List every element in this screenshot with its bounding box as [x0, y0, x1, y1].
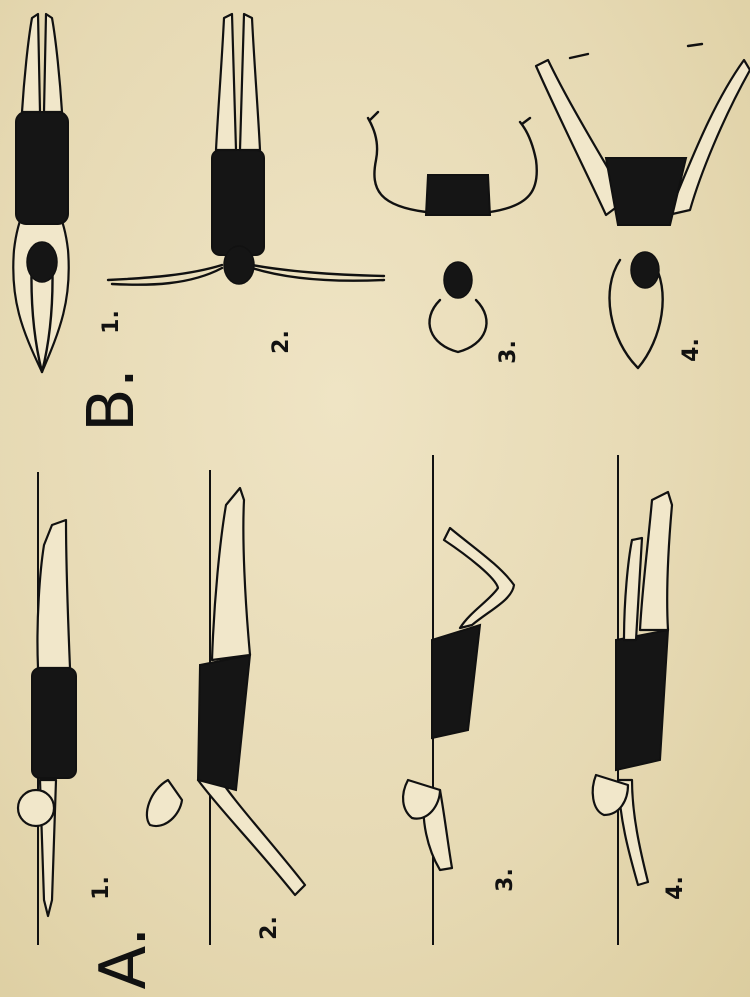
figure-a3: [403, 528, 514, 870]
label-b2: 2.: [269, 330, 294, 354]
figure-a1: [18, 520, 76, 916]
label-b4: 4.: [679, 338, 704, 362]
section-a-letter: A.: [87, 927, 161, 990]
label-a1: 1.: [89, 876, 114, 900]
figure-b4: [536, 44, 750, 368]
figure-b1: [13, 14, 69, 372]
label-a2: 2.: [257, 916, 282, 940]
label-a4: 4.: [663, 876, 688, 900]
label-b3: 3.: [496, 340, 521, 364]
label-b1: 1.: [99, 310, 124, 334]
figure-a4: [593, 492, 672, 885]
figure-b3: [368, 112, 537, 352]
section-b-letter: B.: [75, 368, 149, 432]
label-a3: 3.: [493, 868, 518, 892]
figure-a2: [147, 488, 305, 895]
figure-b2: [108, 14, 384, 285]
